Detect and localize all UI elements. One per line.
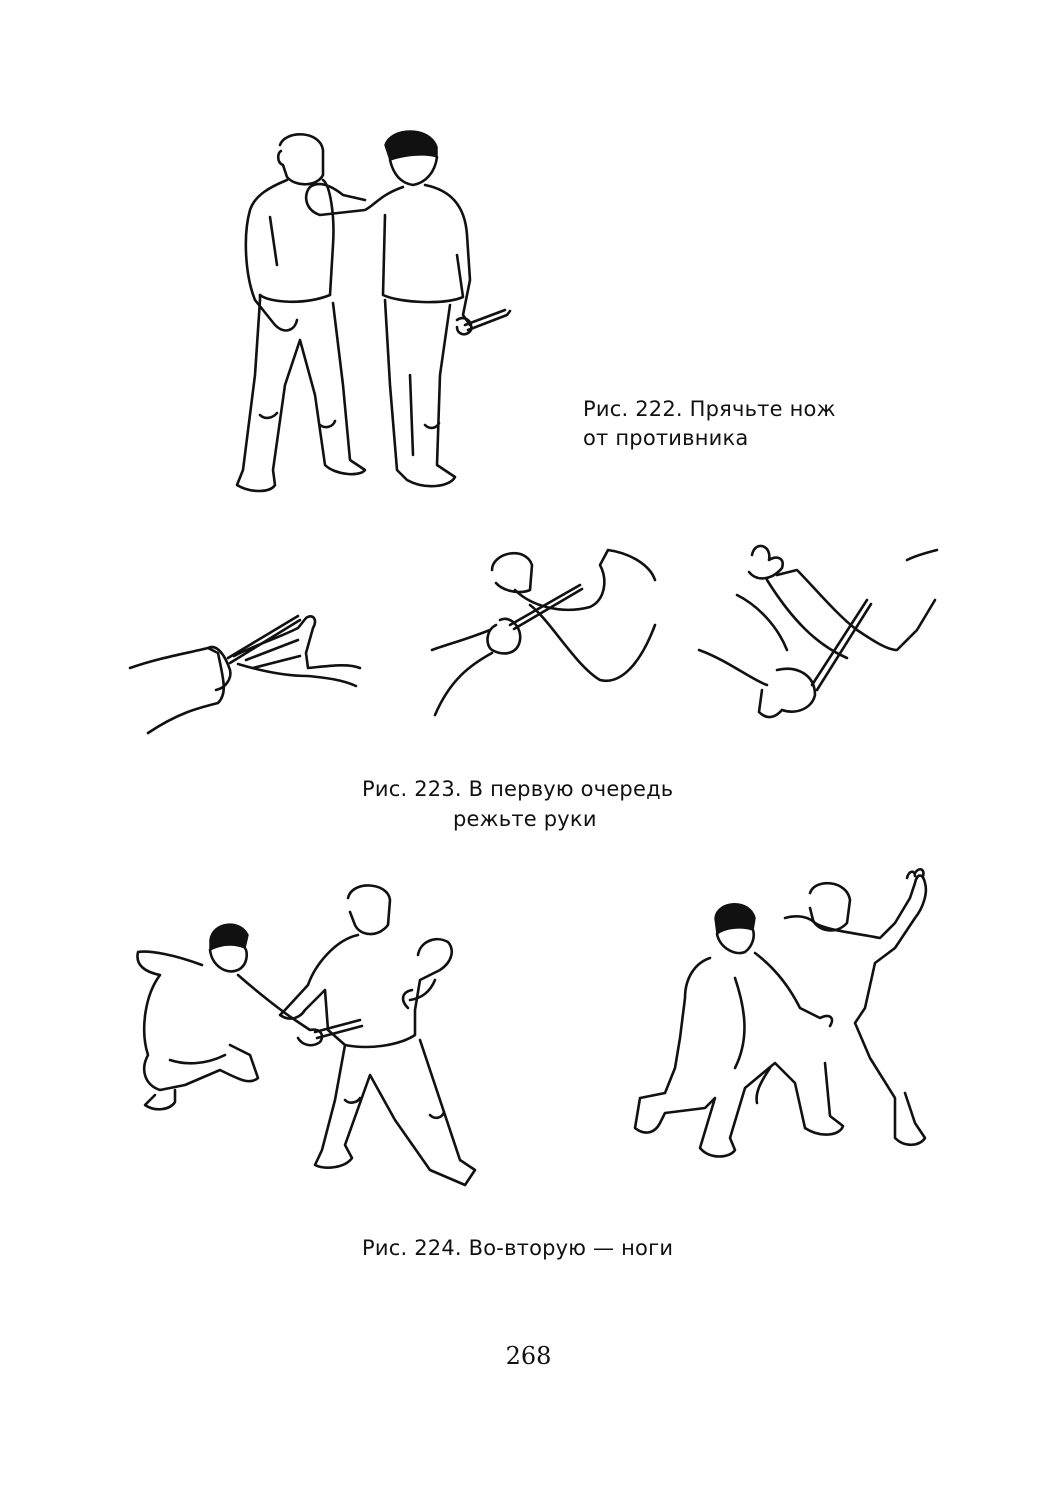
standing-man-drawing: [278, 884, 477, 1187]
figure-223-caption-line1: Рис. 223. В первую очередь: [362, 777, 674, 801]
figure-223-panel-1: [128, 598, 368, 738]
grappling-men-drawing: [633, 868, 928, 1158]
crouching-man-drawing: [136, 923, 364, 1111]
figure-224-panel-1: [130, 880, 490, 1220]
figure-223-panel-3: [697, 540, 942, 730]
figure-223-panel-2: [430, 545, 670, 725]
figure-222-caption-line1: Рис. 222. Прячьте нож: [583, 397, 836, 421]
figure-222-illustration: [225, 125, 525, 505]
figure-222-caption-line2: от противника: [583, 426, 749, 450]
right-man-drawing: [304, 130, 512, 488]
left-man-drawing: [235, 133, 367, 493]
figure-223-caption-line2: режьте руки: [453, 807, 597, 831]
figure-224-caption: Рис. 224. Во-вторую — ноги: [362, 1236, 674, 1260]
figure-224-panel-2: [625, 868, 945, 1178]
page-number: 268: [505, 1342, 552, 1370]
